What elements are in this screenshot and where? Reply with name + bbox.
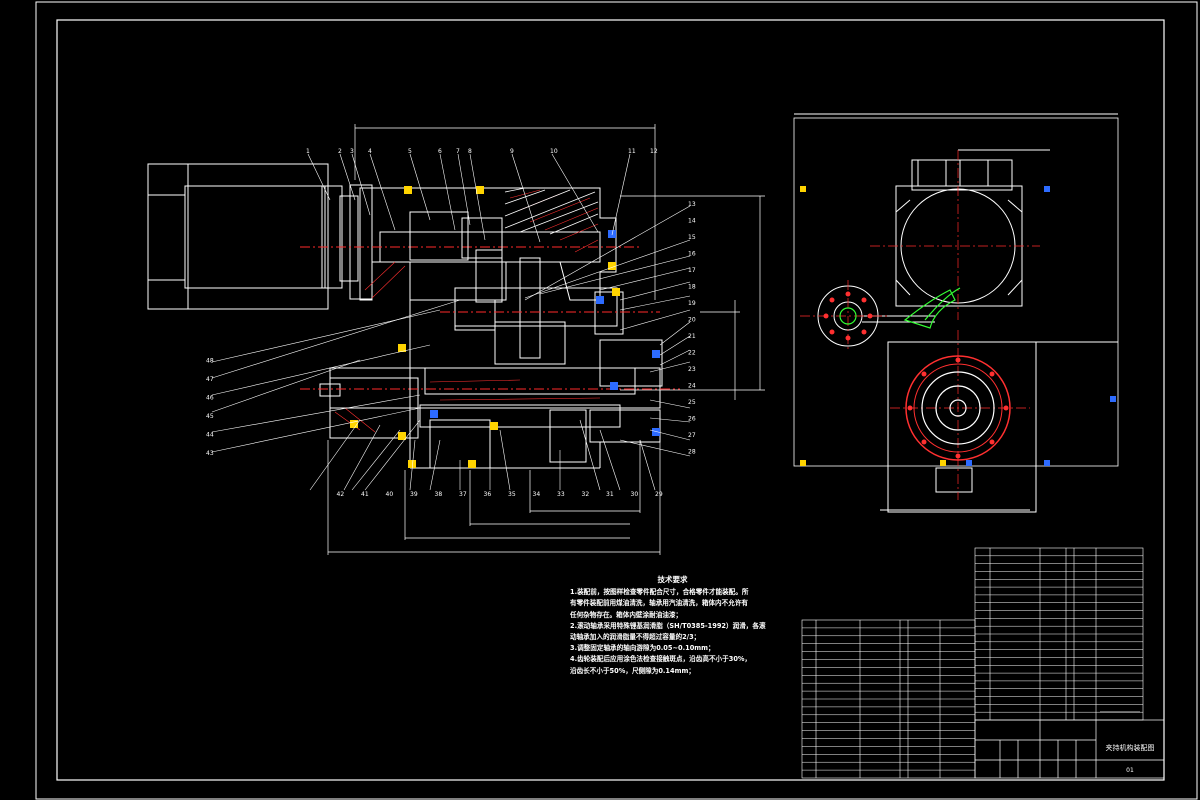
balloon-label: 10 (550, 148, 558, 155)
balloon-label: 31 (606, 491, 614, 498)
balloon-label: 15 (688, 234, 696, 241)
balloon-label: 21 (688, 333, 696, 340)
balloon-label: 4 (368, 148, 372, 155)
fastener-markers (350, 186, 660, 468)
tech-requirement-line: 任何杂物存在。箱体内壁涂耐油油漆； (570, 610, 683, 619)
parts-list-upper-rows (975, 555, 1143, 713)
balloon-label: 48 (206, 358, 214, 365)
balloon-label: 26 (688, 416, 696, 423)
balloon-label: 1 (306, 148, 310, 155)
balloon-label: 43 (206, 450, 214, 457)
balloon-label: 11 (628, 148, 636, 155)
balloon-label: 16 (688, 251, 696, 258)
balloon-label: 3 (350, 148, 354, 155)
balloon-label: 2 (338, 148, 342, 155)
drawing-name: 夹持机构装配图 (1106, 743, 1155, 752)
balloon-label: 12 (650, 148, 658, 155)
flange-bolt-holes (823, 291, 1009, 459)
balloon-label: 41 (361, 491, 369, 498)
section-hatch-white (504, 187, 599, 235)
tech-requirement-line: 2.滚动轴承采用特殊锂基润滑脂（SH/T0385-1992）润滑，各滚 (570, 621, 766, 630)
outer-border (35, 1, 1198, 800)
side-view-parts (839, 287, 1011, 461)
balloon-label: 25 (688, 399, 696, 406)
dimension-lines-main (327, 124, 765, 555)
balloon-label: 44 (206, 432, 214, 439)
tech-requirement-line: 3.调整固定轴承的轴向游隙为0.05~0.10mm； (570, 644, 715, 653)
tech-requirements-title: 技术要求 (657, 575, 688, 584)
balloon-label: 32 (582, 491, 590, 498)
balloon-label: 24 (688, 383, 696, 390)
tech-requirement-line: 有零件装配前用煤油清洗，轴承用汽油清洗，箱体内不允许有 (570, 599, 749, 608)
balloon-label: 13 (688, 201, 696, 208)
sheet-number: 01 (1126, 767, 1134, 774)
balloon-label: 29 (655, 491, 663, 498)
balloon-label: 19 (688, 300, 696, 307)
balloon-label: 40 (386, 491, 394, 498)
balloon-label: 42 (337, 491, 345, 498)
title-block (974, 711, 1165, 779)
balloon-label: 5 (408, 148, 412, 155)
inner-frame (56, 19, 1165, 781)
balloon-label: 47 (206, 376, 214, 383)
balloon-label: 30 (631, 491, 639, 498)
tech-requirement-line: 4.齿轮装配后应用涂色法检查接触斑点，沿齿高不小于30%， (570, 655, 752, 664)
parts-list-lower-rows (802, 627, 975, 771)
balloon-label: 34 (533, 491, 541, 498)
balloon-label: 35 (508, 491, 516, 498)
balloon-label: 9 (510, 148, 514, 155)
balloon-label: 17 (688, 267, 696, 274)
balloon-label: 20 (688, 317, 696, 324)
balloon-label: 28 (688, 449, 696, 456)
balloon-label: 38 (435, 491, 443, 498)
balloon-label: 33 (557, 491, 565, 498)
balloon-label: 23 (688, 366, 696, 373)
balloon-label: 6 (438, 148, 442, 155)
balloon-label: 14 (688, 218, 696, 225)
balloon-label: 45 (206, 413, 214, 420)
balloon-label: 37 (459, 491, 467, 498)
balloon-label: 8 (468, 148, 472, 155)
tech-requirement-line: 动轴承加入的润滑脂量不得超过容量的2/3； (570, 633, 701, 642)
side-view-markers (800, 186, 1116, 466)
balloon-label: 18 (688, 284, 696, 291)
balloon-label: 22 (688, 350, 696, 357)
technical-requirements: 技术要求 1.装配前，按图样检查零件配合尺寸，合格零件才能装配。所 有零件装配前… (570, 574, 775, 677)
tech-requirement-line: 沿齿长不小于50%，尺侧隙为0.14mm； (570, 666, 695, 675)
balloon-label: 36 (484, 491, 492, 498)
leader-lines (211, 153, 691, 491)
tech-requirement-line: 1.装配前，按图样检查零件配合尺寸，合格零件才能装配。所 (570, 588, 749, 597)
balloon-label: 27 (688, 432, 696, 439)
balloon-label: 46 (206, 395, 214, 402)
balloon-label: 39 (410, 491, 418, 498)
balloon-label: 7 (456, 148, 460, 155)
